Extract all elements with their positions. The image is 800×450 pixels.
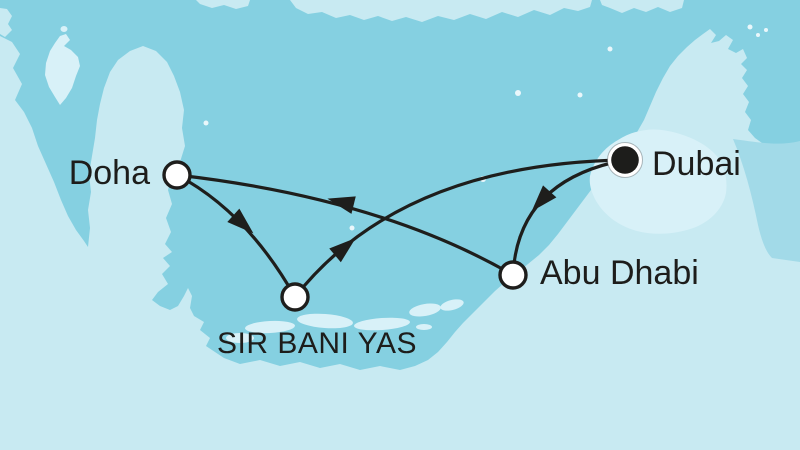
port-label-abu-dhabi: Abu Dhabi — [540, 254, 699, 292]
coast-island — [416, 324, 432, 330]
islet-speck — [607, 46, 613, 52]
coast-island — [354, 317, 410, 331]
islet-speck — [756, 33, 760, 37]
islet-speck — [747, 24, 753, 30]
route-arrow-to-dubai — [329, 238, 356, 263]
landmass-arabia — [0, 29, 800, 450]
port-label-doha: Doha — [69, 154, 150, 192]
islet-speck — [577, 92, 583, 98]
port-marker-sir-bani-yas — [280, 282, 310, 312]
route-arrow-to-abu-dhabi — [531, 185, 557, 212]
port-label-sir-bani-yas: SIR BANI YAS — [217, 327, 417, 360]
coast-island — [297, 313, 353, 329]
routes — [175, 158, 627, 299]
route-leg-abu-dhabi-doha — [175, 173, 515, 277]
coast-island — [226, 333, 254, 343]
islet-bahrain-north — [60, 26, 68, 32]
landmass-east-shaded-region — [733, 139, 800, 262]
coast-island — [409, 303, 441, 317]
port-marker-doha — [162, 160, 192, 190]
coast-island — [245, 320, 295, 334]
landmass-north-coast-east — [600, 0, 684, 13]
landmass-north-coast — [290, 0, 592, 22]
route-leg-sir-bani-yas-dubai — [293, 158, 627, 299]
islet-speck — [764, 28, 768, 32]
route-arrow-to-doha — [327, 196, 356, 214]
route-arrow-to-sir-bani-yas — [227, 208, 254, 234]
landmass-north-coast-west — [196, 0, 250, 9]
port-marker-abu-dhabi — [498, 260, 528, 290]
island-bahrain — [45, 34, 80, 105]
coast-island — [440, 299, 464, 311]
islet-speck — [515, 90, 521, 96]
ports: Dubai Abu Dhabi Doha SIR BANI YAS — [69, 142, 741, 360]
islet-top-left — [0, 8, 12, 37]
islet-speck — [203, 120, 209, 126]
port-marker-dubai — [611, 146, 639, 174]
islet-speck — [349, 225, 355, 231]
port-label-dubai: Dubai — [652, 145, 741, 183]
